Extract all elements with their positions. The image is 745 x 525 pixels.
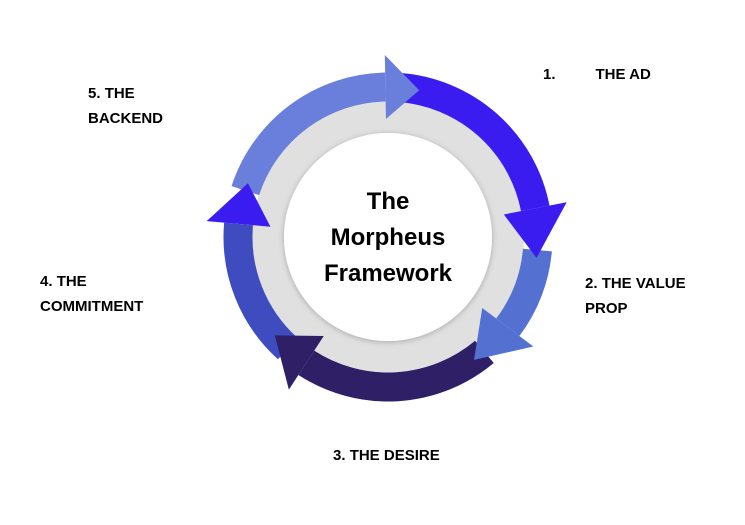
arrow-backend-head-icon: [384, 55, 420, 120]
step-number: 4.: [40, 273, 53, 290]
step-number: 1.: [543, 66, 556, 83]
arrow-desire-head-icon: [274, 335, 324, 390]
step-text: THE VALUE PROP: [585, 275, 686, 317]
step-text: THE AD: [595, 66, 651, 83]
step-number: 5.: [88, 85, 101, 102]
step-2-label: 2. THE VALUE PROP: [585, 271, 715, 321]
step-1-label: 1. THE AD: [543, 62, 651, 87]
center-circle: [284, 133, 492, 341]
step-text: THE BACKEND: [88, 85, 163, 127]
title-line: Morpheus: [330, 224, 446, 251]
step-3-label: 3. THE DESIRE: [333, 443, 440, 468]
step-number: 2.: [585, 275, 598, 292]
step-number: 3.: [333, 447, 346, 464]
arrow-value-prop-head-icon: [474, 308, 534, 360]
title-line: Framework: [323, 260, 453, 287]
title-line: The: [366, 188, 410, 215]
step-text: THE DESIRE: [349, 447, 440, 464]
arrow-backend-body: [231, 72, 386, 196]
diagram-title: The Morpheus Framework: [288, 184, 488, 292]
step-5-label: 5. THE BACKEND: [88, 81, 188, 131]
step-4-label: 4. THE COMMITMENT: [40, 269, 170, 319]
step-text: THE COMMITMENT: [40, 273, 144, 315]
arrow-desire-body: [298, 340, 494, 402]
arrow-ad-body: [397, 72, 550, 212]
arrow-commitment-head-icon: [206, 183, 271, 227]
arrow-ad-head-icon: [503, 202, 567, 258]
